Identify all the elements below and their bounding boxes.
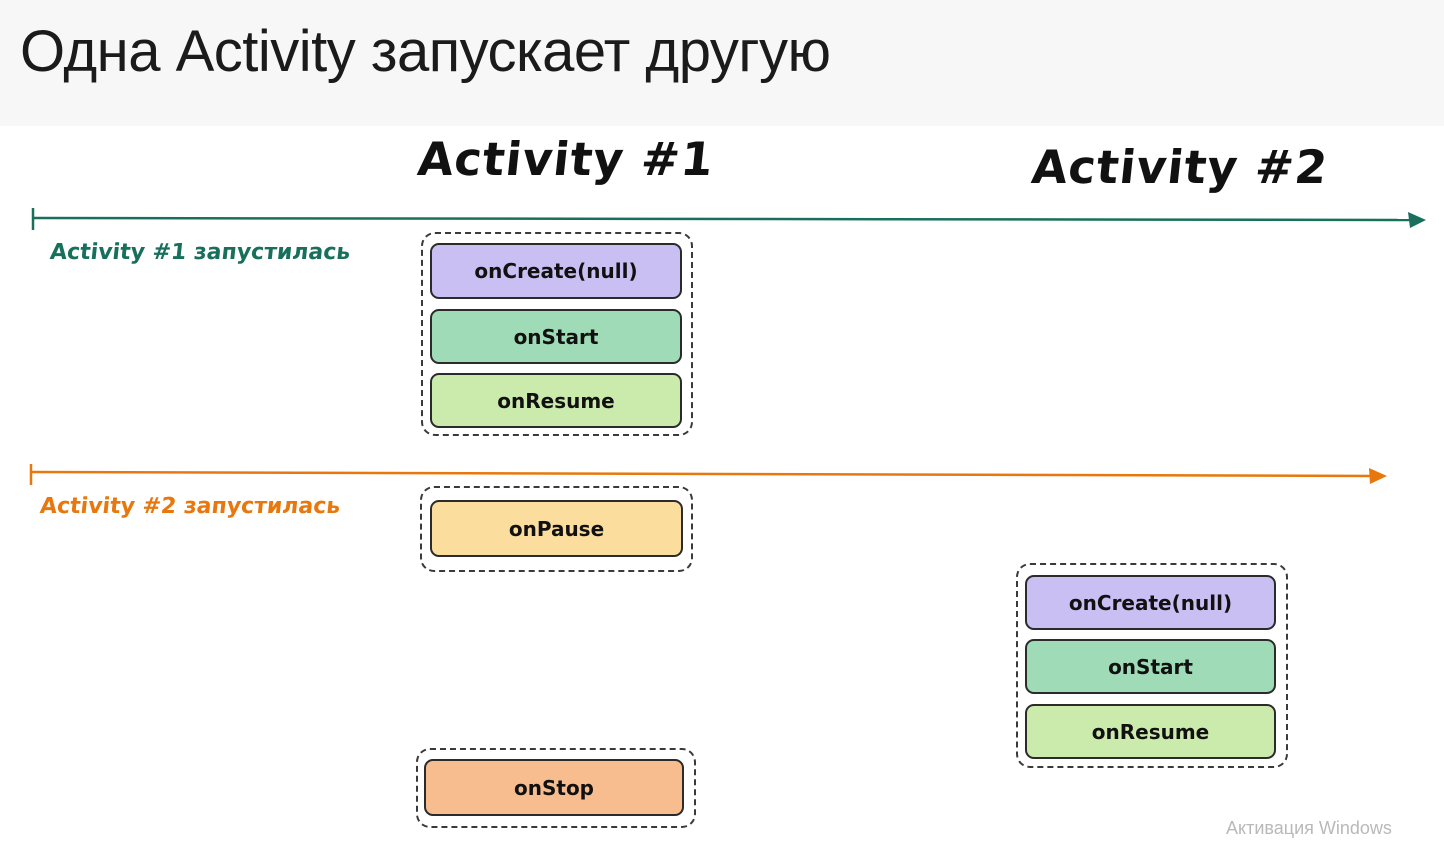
timeline-first xyxy=(31,208,1426,230)
activity1-onpause-box: onPause xyxy=(430,500,683,557)
activity1-onstop-label: onStop xyxy=(514,775,594,800)
windows-activation-watermark: Активация Windows xyxy=(1226,818,1392,838)
activity1-onresume-box: onResume xyxy=(430,373,682,428)
activity1-onpause-label: onPause xyxy=(508,516,605,541)
activity1-launch-group xyxy=(421,232,693,436)
activity2-onresume-box: onResume xyxy=(1025,704,1276,759)
activity2-oncreate-box: onCreate(null) xyxy=(1025,575,1276,630)
title-bar: Одна Activity запускает другую xyxy=(0,0,1444,126)
activity2-onresume-label: onResume xyxy=(1091,719,1210,744)
page-title: Одна Activity запускает другую xyxy=(20,19,831,84)
activity2-onstart-box: onStart xyxy=(1025,639,1276,694)
activity2-onstart-label: onStart xyxy=(1108,654,1193,679)
activity1-pause-group xyxy=(420,486,693,572)
activity1-onstart-label: onStart xyxy=(513,324,599,349)
timeline-first-label: Activity #1 запустилась xyxy=(48,240,352,265)
activity1-oncreate-box: onCreate(null) xyxy=(430,243,682,299)
activity1-onstart-box: onStart xyxy=(430,309,682,364)
activity1-onstop-box: onStop xyxy=(424,759,684,816)
activity1-oncreate-label: onCreate(null) xyxy=(474,259,638,283)
timeline-second-label: Activity #2 запустилась xyxy=(38,494,342,519)
timeline-second xyxy=(29,464,1387,485)
activity1-column-title: Activity #1 xyxy=(415,132,717,186)
activity1-onresume-label: onResume xyxy=(497,388,615,413)
arrowhead-icon xyxy=(1408,212,1426,228)
activity2-oncreate-label: onCreate(null) xyxy=(1068,590,1233,615)
activity2-launch-group xyxy=(1016,563,1288,768)
activity1-stop-group xyxy=(416,748,696,828)
arrowhead-icon xyxy=(1369,468,1387,484)
activity2-column-title: Activity #2 xyxy=(1029,140,1331,194)
